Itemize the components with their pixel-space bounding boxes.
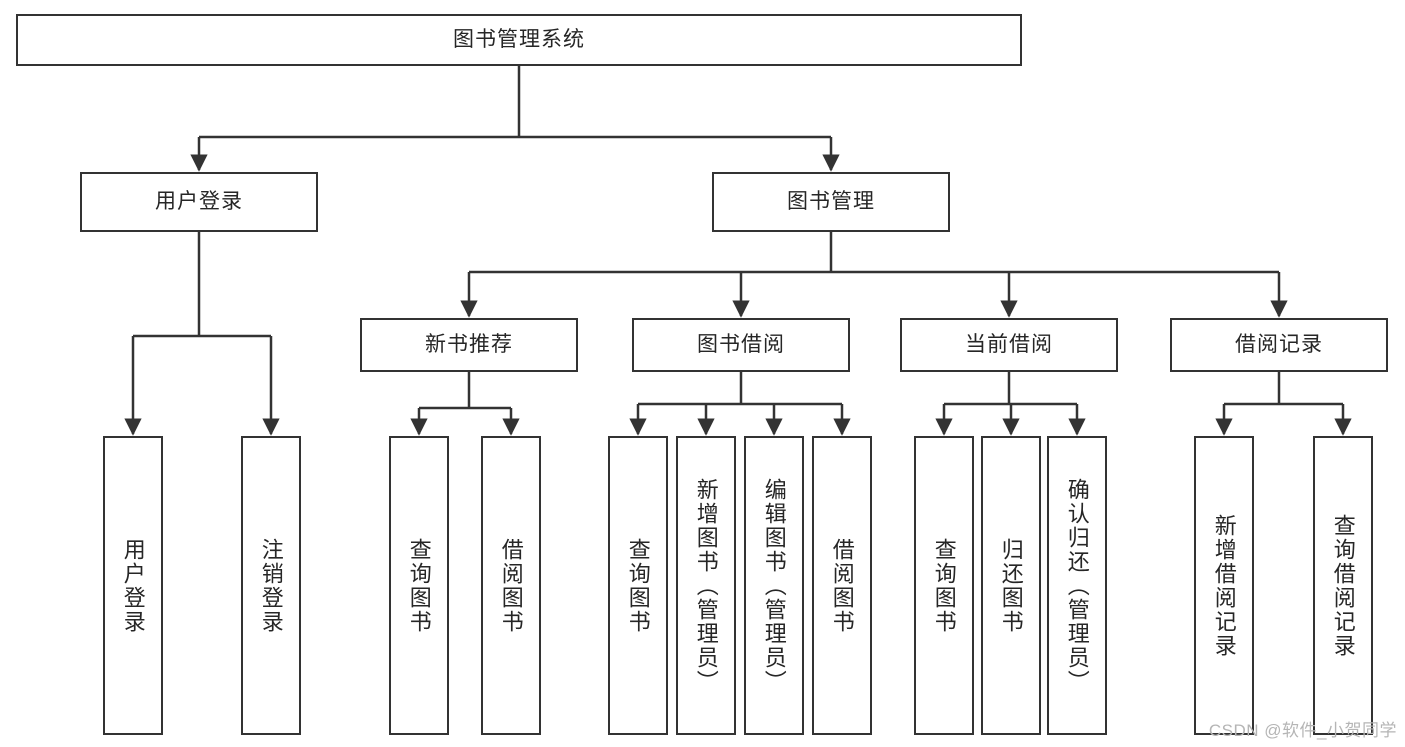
node-leaf-logout-label: 注销登录 xyxy=(258,537,284,634)
node-leaf-borrow-book-2[interactable]: 借阅图书 xyxy=(812,436,872,735)
node-new-book-rec-label: 新书推荐 xyxy=(425,333,513,357)
node-leaf-confirm-return[interactable]: 确认归还（管理员） xyxy=(1047,436,1107,735)
node-leaf-add-book[interactable]: 新增图书（管理员） xyxy=(676,436,736,735)
node-leaf-borrow-book-1[interactable]: 借阅图书 xyxy=(481,436,541,735)
node-leaf-query-record-label: 查询借阅记录 xyxy=(1330,513,1356,658)
node-book-borrow[interactable]: 图书借阅 xyxy=(632,318,850,372)
node-leaf-query-book-3-label: 查询图书 xyxy=(931,537,957,634)
node-leaf-user-login-label: 用户登录 xyxy=(120,537,146,634)
node-leaf-query-record[interactable]: 查询借阅记录 xyxy=(1313,436,1373,735)
node-leaf-return-book-label: 归还图书 xyxy=(998,537,1024,634)
node-leaf-user-login[interactable]: 用户登录 xyxy=(103,436,163,735)
node-leaf-return-book[interactable]: 归还图书 xyxy=(981,436,1041,735)
node-leaf-query-book-1[interactable]: 查询图书 xyxy=(389,436,449,735)
node-borrow-record[interactable]: 借阅记录 xyxy=(1170,318,1388,372)
node-user-login[interactable]: 用户登录 xyxy=(80,172,318,232)
node-root-label: 图书管理系统 xyxy=(453,28,585,52)
node-leaf-add-record[interactable]: 新增借阅记录 xyxy=(1194,436,1254,735)
node-root[interactable]: 图书管理系统 xyxy=(16,14,1022,66)
node-leaf-add-record-label: 新增借阅记录 xyxy=(1211,513,1237,658)
node-borrow-record-label: 借阅记录 xyxy=(1235,333,1323,357)
node-current-borrow[interactable]: 当前借阅 xyxy=(900,318,1118,372)
node-leaf-query-book-3[interactable]: 查询图书 xyxy=(914,436,974,735)
node-leaf-add-book-label: 新增图书（管理员） xyxy=(693,477,719,694)
node-leaf-logout[interactable]: 注销登录 xyxy=(241,436,301,735)
node-book-manage[interactable]: 图书管理 xyxy=(712,172,950,232)
node-leaf-query-book-1-label: 查询图书 xyxy=(406,537,432,634)
node-user-login-label: 用户登录 xyxy=(155,190,243,214)
node-leaf-query-book-2[interactable]: 查询图书 xyxy=(608,436,668,735)
node-book-borrow-label: 图书借阅 xyxy=(697,333,785,357)
node-leaf-borrow-book-1-label: 借阅图书 xyxy=(498,537,524,634)
node-new-book-rec[interactable]: 新书推荐 xyxy=(360,318,578,372)
watermark: CSDN @软件_小贺同学 xyxy=(1208,721,1397,740)
node-leaf-query-book-2-label: 查询图书 xyxy=(625,537,651,634)
node-current-borrow-label: 当前借阅 xyxy=(965,333,1053,357)
node-book-manage-label: 图书管理 xyxy=(787,190,875,214)
node-leaf-confirm-return-label: 确认归还（管理员） xyxy=(1064,477,1090,694)
node-leaf-edit-book[interactable]: 编辑图书（管理员） xyxy=(744,436,804,735)
node-leaf-edit-book-label: 编辑图书（管理员） xyxy=(761,477,787,694)
node-leaf-borrow-book-2-label: 借阅图书 xyxy=(829,537,855,634)
